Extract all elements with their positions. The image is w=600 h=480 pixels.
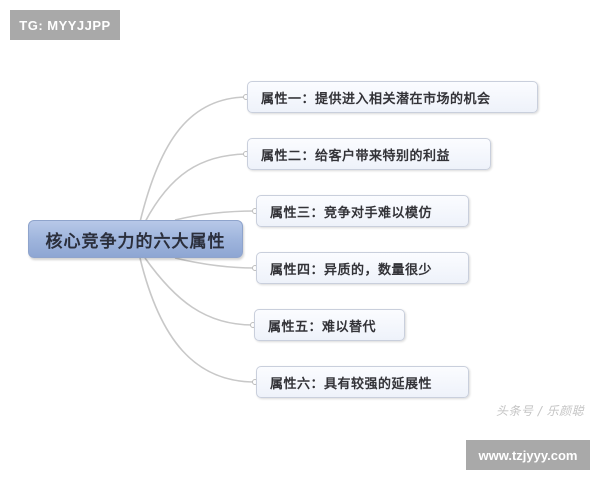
connector-5 (144, 257, 254, 326)
branch-topic-5[interactable]: 属性五：难以替代 (254, 309, 405, 341)
connector-6 (139, 257, 256, 383)
branch-topic-2[interactable]: 属性二：给客户带来特别的利益 (247, 138, 491, 170)
connector-3 (174, 210, 256, 221)
connector-1 (139, 96, 247, 223)
branch-topic-6[interactable]: 属性六：具有较强的延展性 (256, 366, 469, 398)
telegram-id-badge: TG: MYYJJPP (10, 10, 120, 40)
central-topic[interactable]: 核心竞争力的六大属性 (28, 220, 243, 258)
connector-4 (174, 257, 256, 269)
source-watermark: 头条号 / 乐颜聪 (496, 404, 585, 418)
branch-topic-4[interactable]: 属性四：异质的，数量很少 (256, 252, 469, 284)
connector-2 (144, 153, 247, 223)
branch-topic-1[interactable]: 属性一：提供进入相关潜在市场的机会 (247, 81, 538, 113)
branch-topic-3[interactable]: 属性三：竞争对手难以模仿 (256, 195, 469, 227)
website-url-badge: www.tzjyyy.com (466, 440, 590, 470)
